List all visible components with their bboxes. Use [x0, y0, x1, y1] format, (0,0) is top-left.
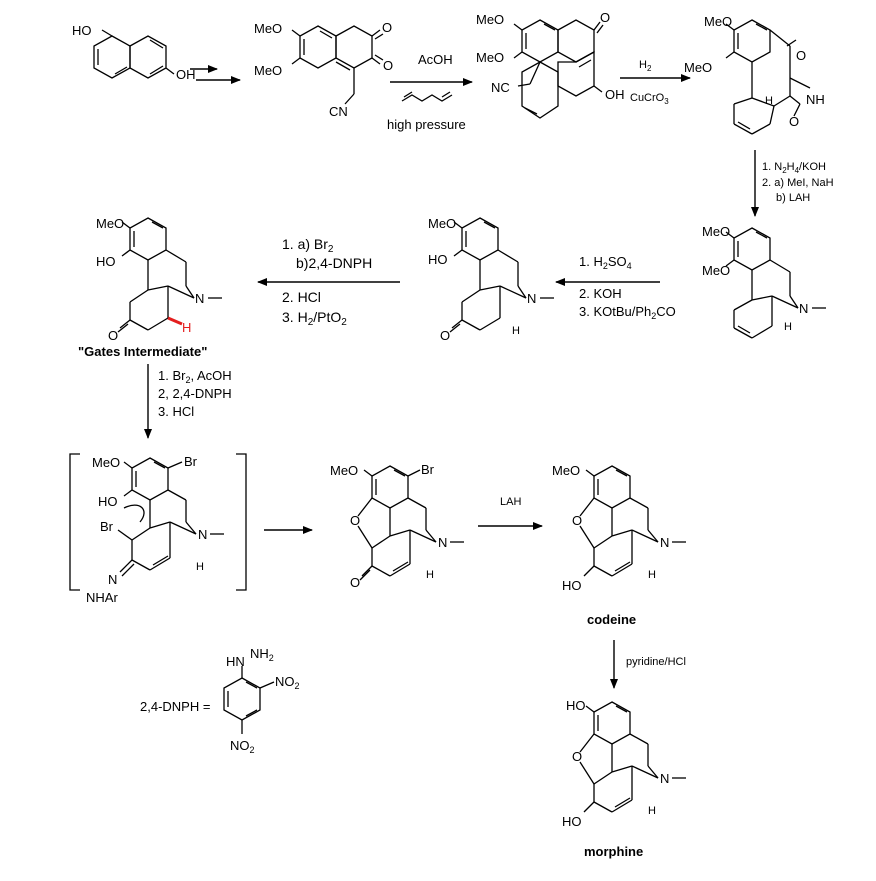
- amide-nh-label: NH: [806, 92, 825, 107]
- amine-nitrogen-label: N: [660, 771, 669, 786]
- ether-oxygen-label: O: [572, 749, 582, 764]
- hydroxyl-label: HO: [562, 578, 582, 593]
- compound-n-methyl-olefin: MeO MeO N H: [702, 224, 826, 339]
- hydroxyl-label: HO: [428, 252, 448, 267]
- carbonyl-oxygen-label: O: [382, 20, 392, 35]
- reagent-label: b) LAH: [776, 192, 810, 204]
- compound-naphthoquinone: MeO MeO O O CN: [254, 20, 393, 119]
- compound-name: morphine: [584, 844, 643, 859]
- reagent-label: 3. H2/PtO2: [282, 309, 347, 328]
- dnph-label: 2,4-DNPH =: [140, 699, 210, 714]
- hydrogen-label: H: [765, 95, 773, 107]
- dnph-legend: 2,4-DNPH = HN NH2 NO2 NO2: [140, 646, 300, 755]
- compound-codeine: MeO O HO N H codeine: [552, 463, 686, 627]
- reagent-label: 1. H2SO4: [579, 254, 632, 271]
- methoxy-label: MeO: [428, 216, 456, 231]
- reagent-label: CuCrO3: [630, 92, 669, 106]
- compound-morphine: HO O HO N H morphine: [562, 698, 686, 859]
- hydrogen-label-highlight: H: [182, 320, 191, 335]
- reagent-label: 1. Br2, AcOH: [158, 368, 232, 385]
- compound-dihydroxynaphthalene: HO OH: [72, 23, 196, 82]
- hydroxyl-label: OH: [605, 87, 625, 102]
- reagent-label: 2, 2,4-DNPH: [158, 386, 232, 401]
- ether-oxygen-label: O: [350, 513, 360, 528]
- amine-nh2-label: NH2: [250, 646, 274, 663]
- hydroxyl-label: OH: [176, 67, 196, 82]
- carbonyl-oxygen-label: O: [796, 48, 806, 63]
- methoxy-label: MeO: [684, 60, 712, 75]
- hydrogen-label: H: [196, 561, 204, 573]
- methoxy-label: MeO: [476, 50, 504, 65]
- bromine-label: Br: [184, 454, 198, 469]
- compound-diels-alder-adduct: MeO MeO O OH NC: [476, 10, 625, 119]
- methoxy-label: MeO: [254, 21, 282, 36]
- nitro-label: NO2: [230, 738, 255, 755]
- amine-nitrogen-label: N: [195, 291, 204, 306]
- bromine-label: Br: [421, 462, 435, 477]
- nitro-label: NO2: [275, 674, 300, 691]
- compound-gates-intermediate: MeO HO O N H "Gates Intermediate": [78, 216, 222, 359]
- compound-lactam: MeO MeO O NH O H: [684, 14, 825, 135]
- reagent-label: 1. a) Br2: [282, 236, 334, 255]
- methoxy-label: MeO: [702, 263, 730, 278]
- reagent-label: 3. HCl: [158, 404, 194, 419]
- hydrogen-label: H: [784, 321, 792, 333]
- reagent-label: LAH: [500, 496, 521, 508]
- hydrazine-nh-label: HN: [226, 654, 245, 669]
- methoxy-label: MeO: [254, 63, 282, 78]
- nitrile-label: NC: [491, 80, 510, 95]
- methoxy-label: MeO: [702, 224, 730, 239]
- hydrazone-nhar-label: NHAr: [86, 590, 118, 605]
- reagent-label: pyridine/HCl: [626, 656, 686, 668]
- hydroxyl-label: HO: [72, 23, 92, 38]
- carbonyl-oxygen-label: O: [108, 328, 118, 343]
- amine-nitrogen-label: N: [198, 527, 207, 542]
- hydroxyl-label: HO: [98, 494, 118, 509]
- carbonyl-oxygen-label: O: [440, 328, 450, 343]
- methoxy-label: MeO: [330, 463, 358, 478]
- hydroxyl-label: HO: [562, 814, 582, 829]
- amine-nitrogen-label: N: [799, 301, 808, 316]
- reagent-label: high pressure: [387, 117, 466, 132]
- compound-name: codeine: [587, 612, 636, 627]
- methoxy-label: MeO: [704, 14, 732, 29]
- hydroxyl-label: HO: [96, 254, 116, 269]
- compound-ketone-phenol: MeO HO O N H: [428, 216, 554, 343]
- compound-bromo-hydrazone-intermediate: MeO Br HO Br N NHAr N H: [69, 453, 247, 605]
- reagent-label: b)2,4-DNPH: [296, 255, 372, 271]
- hydrazone-nitrogen-label: N: [108, 572, 117, 587]
- reagent-label: 3. KOtBu/Ph2CO: [579, 304, 676, 321]
- methoxy-label: MeO: [552, 463, 580, 478]
- carbonyl-oxygen-label: O: [789, 114, 799, 129]
- compound-bromo-enone: MeO Br O O N H: [330, 462, 464, 590]
- carbonyl-oxygen-label: O: [600, 10, 610, 25]
- butadiene-icon: [401, 94, 453, 102]
- reagent-label: AcOH: [418, 52, 453, 67]
- carbonyl-oxygen-label: O: [350, 575, 360, 590]
- nitrile-label: CN: [329, 104, 348, 119]
- hydrogen-label: H: [648, 805, 656, 817]
- hydrogen-label: H: [512, 325, 520, 337]
- reagent-label: 2. KOH: [579, 286, 622, 301]
- reagent-label: 1. N2H4/KOH: [762, 161, 826, 175]
- amine-nitrogen-label: N: [660, 535, 669, 550]
- reagent-label: 2. HCl: [282, 289, 321, 305]
- amine-nitrogen-label: N: [527, 291, 536, 306]
- hydrogen-label: H: [426, 569, 434, 581]
- hydroxyl-label: HO: [566, 698, 586, 713]
- methoxy-label: MeO: [476, 12, 504, 27]
- ether-oxygen-label: O: [572, 513, 582, 528]
- reagent-label: H2: [639, 59, 652, 73]
- hydrogen-label: H: [648, 569, 656, 581]
- reagent-label: 2. a) MeI, NaH: [762, 177, 834, 189]
- bromine-label: Br: [100, 519, 114, 534]
- compound-name: "Gates Intermediate": [78, 344, 207, 359]
- methoxy-label: MeO: [96, 216, 124, 231]
- methoxy-label: MeO: [92, 455, 120, 470]
- carbonyl-oxygen-label: O: [383, 58, 393, 73]
- amine-nitrogen-label: N: [438, 535, 447, 550]
